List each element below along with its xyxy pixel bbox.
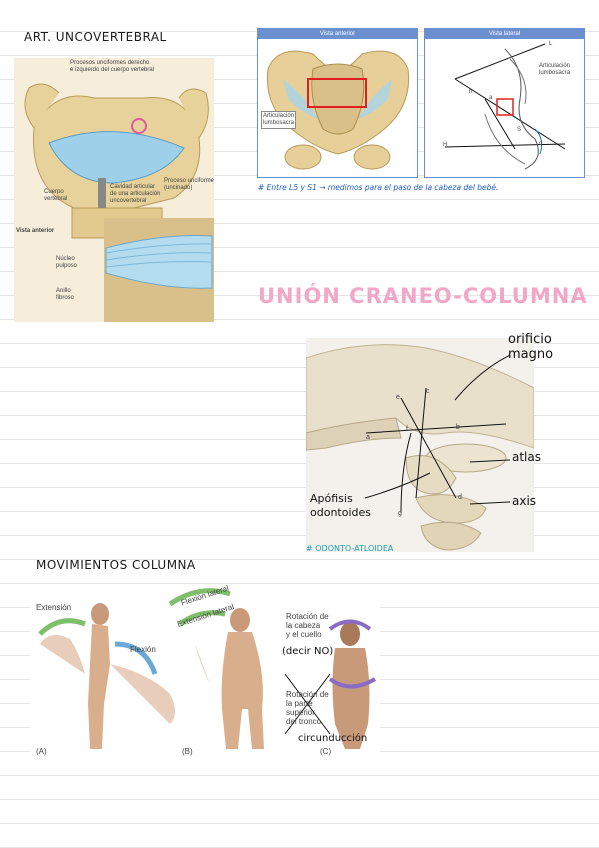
- label-rotacion-cabeza: Rotación de la cabeza y el cuello: [286, 612, 329, 639]
- craneo-letter-a: a: [366, 434, 370, 441]
- letter-L: L: [549, 41, 553, 47]
- arrow-orificio: [454, 354, 511, 401]
- title-movimientos-columna: MOVIMIENTOS COLUMNA: [36, 558, 196, 572]
- craneo-letter-b: b: [456, 424, 460, 431]
- arrow-apofisis: [364, 472, 431, 499]
- note-odonto-atloidea: # ODONTO-ATLOIDEA: [306, 544, 394, 553]
- uncovertebral-figure: Procesos unciformes derecho e izquierdo …: [14, 58, 214, 322]
- pelvis-anterior-illustration: [266, 50, 410, 170]
- label-anillo-fibroso: Anillo fibroso: [56, 288, 75, 301]
- label-flexion: Flexión: [130, 645, 156, 654]
- craneo-letter-c: c: [426, 388, 430, 395]
- pelvis-lateral-illustration: [444, 43, 566, 170]
- label-panel-a: (A): [36, 747, 47, 756]
- pelvis-anterior-figure: Vista anterior Articulación lumbosacra: [257, 28, 418, 178]
- label-art-lumbosacra-right: Articulación lumbosacra: [539, 63, 571, 77]
- craneo-letter-d: d: [458, 494, 462, 501]
- arrow-axis: [469, 501, 511, 505]
- letter-h: h: [469, 89, 473, 95]
- craneo-letter-e: e: [396, 394, 400, 401]
- note-atlas: atlas: [512, 450, 541, 464]
- movimientos-illustration: [38, 588, 377, 749]
- note-apofisis: Apófisis odontoides: [310, 492, 371, 519]
- label-extension: Extensión: [36, 603, 72, 612]
- vertebra-illustration: [14, 58, 214, 322]
- craneo-letter-f: f: [406, 426, 408, 433]
- label-panel-c: (C): [320, 747, 332, 756]
- letter-a: a: [489, 95, 493, 101]
- label-procesos-unciformes: Procesos unciformes derecho e izquierdo …: [70, 60, 155, 73]
- craneo-columna-illustration: [306, 344, 534, 551]
- label-vista-anterior: Vista anterior: [16, 228, 55, 234]
- letter-d: d: [539, 141, 543, 147]
- label-nucleo-pulposo: Núcleo pulposo: [56, 256, 78, 269]
- note-entre-l5-s1: # Entre L5 y S1 → medimos para el paso d…: [258, 183, 499, 192]
- label-rotacion-tronco: Rotación de la parte superior del tronco: [286, 690, 329, 726]
- label-cavidad-articular: Cavidad articular de una articulación un…: [110, 184, 161, 204]
- letter-H: H: [443, 142, 448, 148]
- label-art-lumbosacra-left: Articulación lumbosacra: [261, 111, 297, 129]
- movimientos-figure: Extensión Flexión Flexión lateral Extens…: [30, 584, 380, 766]
- pelvis-lateral-figure: Vista lateral Articulación lumbosacra L …: [424, 28, 585, 178]
- label-proceso-unciforme: Proceso unciforme (uncinado): [164, 178, 214, 191]
- note-circunduccion: circunducción: [298, 733, 368, 744]
- note-decir-no: (decir NO): [282, 646, 334, 657]
- title-craneo-columna: UNIÓN CRANEO-COLUMNA: [258, 284, 588, 308]
- letter-S: S: [517, 127, 522, 133]
- pelvis-anterior-header: Vista anterior: [258, 29, 417, 39]
- label-cuerpo-vertebral: Cuerpo vertebral: [44, 189, 68, 202]
- note-orificio-magno: orificio magno: [508, 332, 554, 362]
- arrow-atlas: [469, 459, 511, 463]
- pelvis-lateral-header: Vista lateral: [425, 29, 584, 39]
- craneo-letter-g: g: [398, 510, 402, 517]
- craneo-columna-figure: c e a f b d g: [306, 338, 534, 552]
- title-uncovertebral: ART. UNCOVERTEBRAL: [24, 30, 167, 44]
- label-panel-b: (B): [182, 747, 193, 756]
- note-axis: axis: [512, 494, 537, 508]
